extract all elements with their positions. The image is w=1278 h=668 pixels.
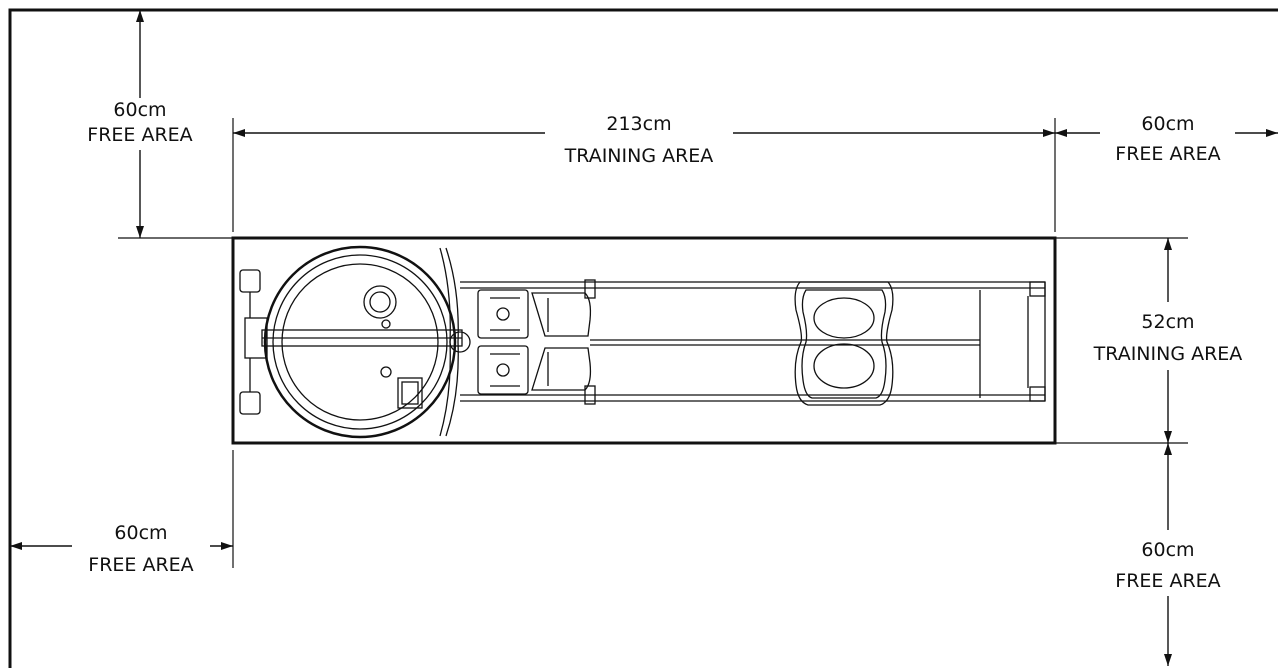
bottom-right-value-label: 60cm	[1141, 539, 1194, 561]
outer-border	[8, 8, 1278, 668]
top-left-caption-label: FREE AREA	[87, 124, 192, 146]
water-tank	[263, 245, 457, 439]
seat	[794, 281, 894, 406]
length-value-label: 213cm	[606, 113, 671, 135]
dim-training-width: 52cm TRAINING AREA	[1093, 238, 1243, 443]
length-caption-label: TRAINING AREA	[564, 145, 714, 167]
dim-training-length: 213cm TRAINING AREA	[233, 113, 1055, 167]
training-area-rect	[231, 236, 1057, 445]
dim-bottom-right-free: 60cm FREE AREA	[1115, 443, 1221, 666]
width-value-label: 52cm	[1141, 311, 1194, 333]
rowing-machine-drawing	[239, 245, 1046, 439]
dim-bottom-left-free: 60cm FREE AREA	[10, 522, 233, 576]
foot-stretchers	[477, 289, 592, 395]
width-caption-label: TRAINING AREA	[1093, 343, 1243, 365]
top-right-value-label: 60cm	[1141, 113, 1194, 135]
monitor	[397, 377, 423, 409]
bottom-right-caption-label: FREE AREA	[1115, 570, 1220, 592]
rails	[460, 279, 1046, 405]
dim-top-right-free: 60cm FREE AREA	[1055, 113, 1278, 165]
top-right-caption-label: FREE AREA	[1115, 143, 1220, 165]
bottom-left-caption-label: FREE AREA	[88, 554, 193, 576]
handle-arm	[239, 269, 471, 415]
top-left-value-label: 60cm	[113, 99, 166, 121]
dim-top-left-free: 60cm FREE AREA	[87, 10, 193, 238]
t-handle	[439, 247, 459, 437]
bottom-left-value-label: 60cm	[114, 522, 167, 544]
